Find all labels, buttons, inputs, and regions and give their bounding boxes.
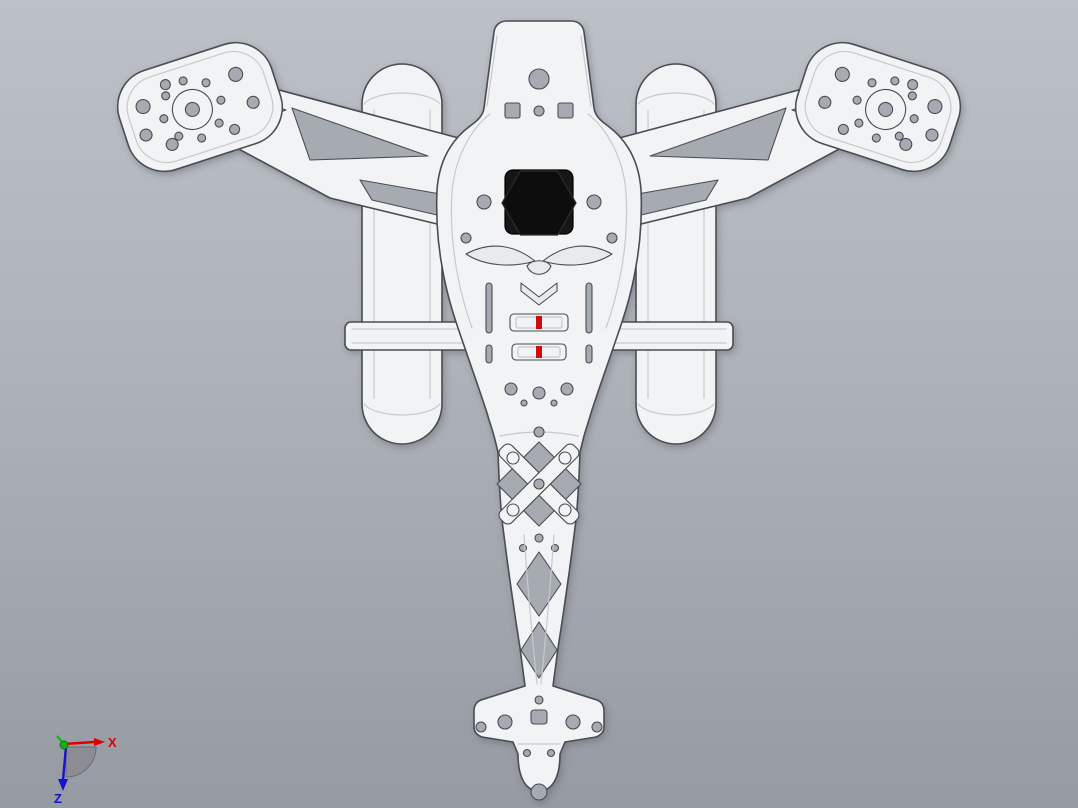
main-body-plate[interactable] xyxy=(435,20,643,801)
x-axis-label: X xyxy=(108,735,117,750)
orientation-triad: X Z xyxy=(54,735,117,806)
z-axis: Z xyxy=(54,746,68,806)
battery-slot-bottom[interactable] xyxy=(511,343,567,361)
side-slots xyxy=(485,282,593,364)
tail-diamond-cutout-1 xyxy=(516,551,562,617)
y-axis-origin xyxy=(56,735,69,750)
origin-dot xyxy=(59,740,69,750)
x-axis: X xyxy=(63,735,117,750)
fc-side-holes xyxy=(460,194,618,244)
battery-slot-top[interactable] xyxy=(509,313,569,332)
z-axis-label: Z xyxy=(54,791,62,806)
body-edge-seams xyxy=(450,35,628,745)
tail-boom[interactable] xyxy=(516,533,562,685)
left-assembly[interactable] xyxy=(108,33,506,445)
drone-frame-model[interactable] xyxy=(108,20,971,801)
x-mount[interactable] xyxy=(496,441,582,527)
pod-lightening-holes xyxy=(135,66,260,151)
motor-screw-holes xyxy=(159,76,226,143)
head-holes xyxy=(504,68,574,119)
strap-red-mark-bottom xyxy=(536,346,542,358)
tail-end-plate[interactable] xyxy=(475,695,603,801)
tail-end-holes xyxy=(475,695,603,758)
logo-engraving xyxy=(465,245,613,306)
mid-holes xyxy=(504,382,574,438)
motor-pod-left[interactable] xyxy=(108,33,292,181)
x-mount-corner-bosses xyxy=(506,451,572,517)
tail-tip-notch xyxy=(530,783,548,801)
motor-mount-left xyxy=(159,76,226,143)
triad-disc xyxy=(65,746,97,778)
flight-controller[interactable] xyxy=(501,169,577,236)
fc-hex-cap xyxy=(501,170,577,236)
strap-red-mark-top xyxy=(536,316,542,329)
tail-diamond-cutout-2 xyxy=(520,621,558,679)
